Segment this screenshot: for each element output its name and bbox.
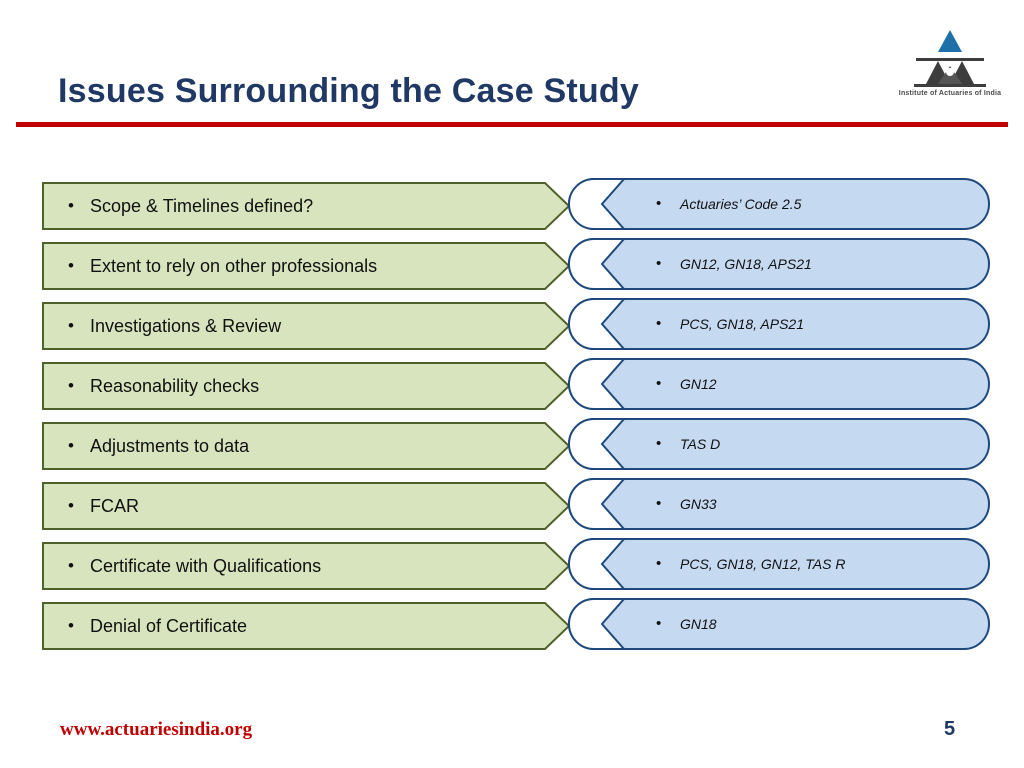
bullet-icon: • <box>68 496 74 515</box>
list-item: • Adjustments to data • TAS D <box>0 418 1024 482</box>
logo: Institute of Actuaries of India <box>896 28 1004 106</box>
bullet-icon: • <box>68 196 74 215</box>
bullet-icon: • <box>656 255 662 272</box>
guidance-pill[interactable]: • GN18 <box>568 598 990 650</box>
title-divider <box>16 122 1008 127</box>
issue-chevron[interactable]: • Certificate with Qualifications <box>42 542 570 590</box>
guidance-pill[interactable]: • GN12, GN18, APS21 <box>568 238 990 290</box>
issue-chevron[interactable]: • FCAR <box>42 482 570 530</box>
guidance-pill[interactable]: • GN12 <box>568 358 990 410</box>
footer-url[interactable]: www.actuariesindia.org <box>60 719 253 740</box>
bullet-icon: • <box>656 615 662 632</box>
bullet-icon: • <box>656 555 662 572</box>
issue-chevron[interactable]: • Investigations & Review <box>42 302 570 350</box>
guidance-pill[interactable]: • PCS, GN18, APS21 <box>568 298 990 350</box>
bullet-icon: • <box>68 436 74 455</box>
list-item: • Scope & Timelines defined? • Actuaries… <box>0 178 1024 242</box>
list-item: • Denial of Certificate • GN18 <box>0 598 1024 662</box>
guidance-label: PCS, GN18, APS21 <box>680 316 804 332</box>
issues-list: • Scope & Timelines defined? • Actuaries… <box>0 178 1024 662</box>
bullet-icon: • <box>656 315 662 332</box>
issue-chevron[interactable]: • Adjustments to data <box>42 422 570 470</box>
issue-label: Extent to rely on other professionals <box>90 256 378 276</box>
issue-chevron[interactable]: • Scope & Timelines defined? <box>42 182 570 230</box>
issue-label: Scope & Timelines defined? <box>90 196 314 216</box>
bullet-icon: • <box>68 616 74 635</box>
guidance-label: PCS, GN18, GN12, TAS R <box>680 556 846 572</box>
list-item: • Reasonability checks • GN12 <box>0 358 1024 422</box>
list-item: • Investigations & Review • PCS, GN18, A… <box>0 298 1024 362</box>
bullet-icon: • <box>68 316 74 335</box>
guidance-label: GN12 <box>680 376 717 392</box>
list-item: • FCAR • GN33 <box>0 478 1024 542</box>
bullet-icon: • <box>68 376 74 395</box>
guidance-label: GN33 <box>680 496 717 512</box>
iai-triangle-logo-icon <box>914 30 986 87</box>
list-item: • Extent to rely on other professionals … <box>0 238 1024 302</box>
issue-label: Certificate with Qualifications <box>90 556 322 576</box>
bullet-icon: • <box>656 435 662 452</box>
bullet-icon: • <box>656 495 662 512</box>
page-title: Issues Surrounding the Case Study <box>58 72 639 110</box>
page-number: 5 <box>944 718 956 740</box>
issue-label: Investigations & Review <box>90 316 282 336</box>
guidance-label: TAS D <box>680 436 721 452</box>
guidance-pill[interactable]: • PCS, GN18, GN12, TAS R <box>568 538 990 590</box>
issue-chevron[interactable]: • Extent to rely on other professionals <box>42 242 570 290</box>
issue-chevron[interactable]: • Denial of Certificate <box>42 602 570 650</box>
issue-chevron[interactable]: • Reasonability checks <box>42 362 570 410</box>
bullet-icon: • <box>68 256 74 275</box>
bullet-icon: • <box>656 195 662 212</box>
bullet-icon: • <box>656 375 662 392</box>
logo-caption: Institute of Actuaries of India <box>898 90 1002 97</box>
issue-label: Denial of Certificate <box>90 616 248 636</box>
list-item: • Certificate with Qualifications • PCS,… <box>0 538 1024 602</box>
guidance-label: Actuaries’ Code 2.5 <box>680 196 802 212</box>
issue-label: Reasonability checks <box>90 376 260 396</box>
issue-label: Adjustments to data <box>90 436 250 456</box>
guidance-label: GN18 <box>680 616 717 632</box>
guidance-pill[interactable]: • TAS D <box>568 418 990 470</box>
issue-label: FCAR <box>90 496 139 516</box>
guidance-label: GN12, GN18, APS21 <box>680 256 812 272</box>
guidance-pill[interactable]: • GN33 <box>568 478 990 530</box>
bullet-icon: • <box>68 556 74 575</box>
guidance-pill[interactable]: • Actuaries’ Code 2.5 <box>568 178 990 230</box>
